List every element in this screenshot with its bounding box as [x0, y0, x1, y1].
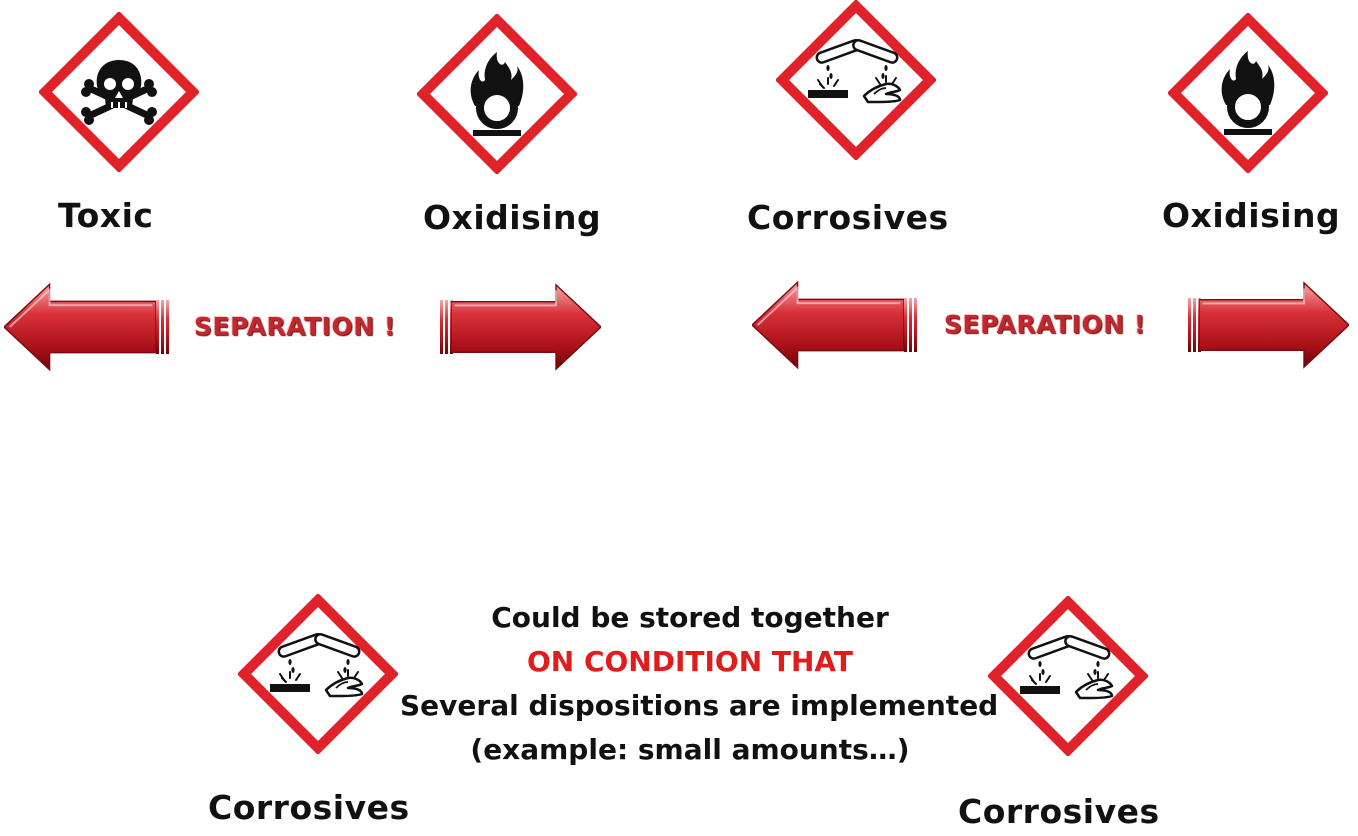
- label-corrosives-2: Corrosives: [208, 788, 410, 827]
- label-oxidising-1: Oxidising: [423, 198, 602, 237]
- oxidising-pictogram: [1168, 13, 1328, 173]
- arrow-stripes-icon: [904, 298, 917, 352]
- corrosives-pictogram: [776, 0, 936, 160]
- separation-label-left: SEPARATION !: [194, 312, 396, 341]
- arrow-left-icon: [4, 284, 156, 370]
- flame-over-circle-icon: [417, 14, 577, 174]
- arrow-stripes-icon: [156, 300, 169, 354]
- condition-line-3: Several dispositions are implemented: [400, 689, 999, 722]
- label-oxidising-2: Oxidising: [1162, 196, 1341, 235]
- condition-line-2: ON CONDITION THAT: [526, 645, 854, 678]
- condition-line-4: (example: small amounts…): [470, 733, 910, 766]
- arrow-right-icon: [1199, 283, 1349, 367]
- corrosion-icon: [776, 0, 936, 160]
- corrosion-icon: [988, 596, 1148, 756]
- oxidising-pictogram: [417, 14, 577, 174]
- condition-line-1: Could be stored together: [491, 601, 889, 634]
- arrow-right-icon: [451, 285, 601, 369]
- separation-label-right: SEPARATION !: [944, 310, 1146, 339]
- corrosives-pictogram: [238, 594, 398, 754]
- label-corrosives-1: Corrosives: [747, 198, 949, 237]
- flame-over-circle-icon: [1168, 13, 1328, 173]
- skull-crossbones-icon: [39, 12, 199, 172]
- label-corrosives-3: Corrosives: [958, 792, 1160, 831]
- label-toxic: Toxic: [58, 196, 154, 235]
- arrow-left-icon: [752, 282, 904, 368]
- storage-condition-text: Could be stored together ON CONDITION TH…: [400, 596, 999, 772]
- toxic-pictogram: [39, 12, 199, 172]
- corrosives-pictogram: [988, 596, 1148, 756]
- corrosion-icon: [238, 594, 398, 754]
